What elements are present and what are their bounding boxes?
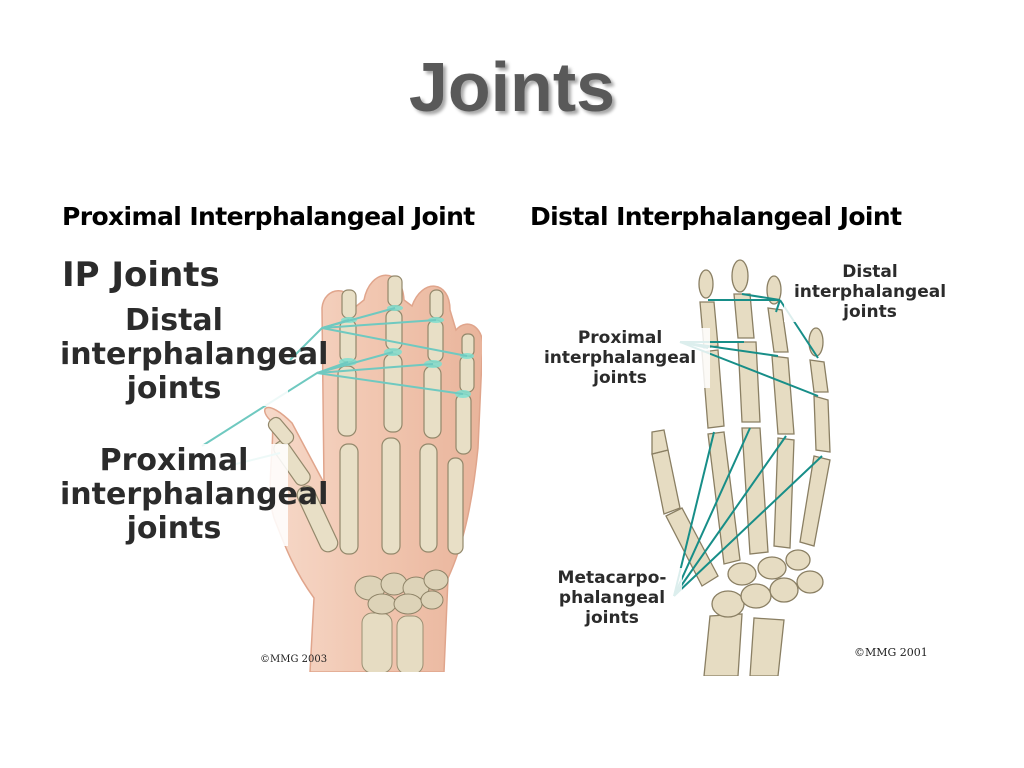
- left-proximal-label: Proximal interphalangeal joints: [60, 444, 288, 546]
- left-distal-label: Distal interphalangeal joints: [60, 304, 288, 406]
- right-proximal-label: Proximal interphalangeal joints: [530, 328, 710, 388]
- carpal-bones: [355, 570, 448, 614]
- caption-proximal-ip-joint: Proximal Interphalangeal Joint: [62, 202, 475, 231]
- ulna-bone: [397, 616, 423, 672]
- caption-distal-ip-joint: Distal Interphalangeal Joint: [530, 202, 901, 231]
- right-copyright: ©MMG 2001: [854, 646, 928, 659]
- right-distal-label: Distal interphalangeal joints: [784, 262, 956, 322]
- ip-joints-heading: IP Joints: [58, 256, 224, 294]
- left-hand-illustration: IP Joints Distal interphalangeal joints …: [52, 248, 482, 672]
- radius-bone: [362, 613, 392, 672]
- left-copyright: ©MMG 2003: [260, 654, 327, 665]
- slide-title: Joints: [0, 52, 1024, 122]
- right-hand-illustration: Distal interphalangeal joints Proximal i…: [528, 256, 960, 676]
- right-metacarpophalangeal-label: Metacarpo- phalangeal joints: [542, 568, 682, 628]
